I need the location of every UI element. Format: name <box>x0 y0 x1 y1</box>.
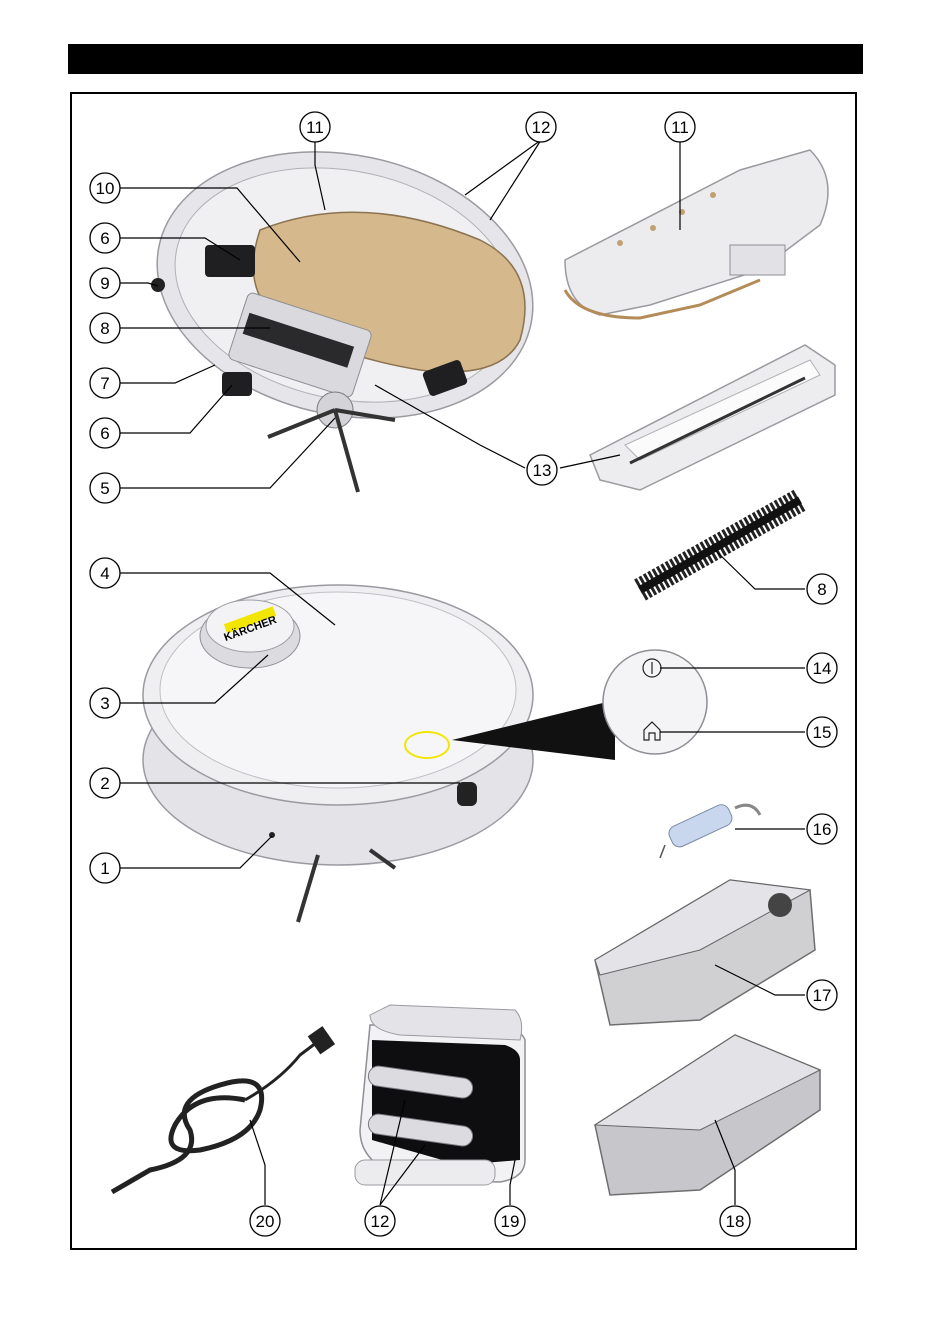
dust-bin <box>595 1035 820 1195</box>
water-tank <box>595 880 815 1025</box>
callout-18: 18 <box>720 1206 750 1236</box>
callout-14: 14 <box>807 653 837 683</box>
callout-11-top: 11 <box>300 112 330 142</box>
svg-text:12: 12 <box>371 1212 390 1231</box>
callout-5: 5 <box>90 473 120 503</box>
svg-text:10: 10 <box>96 179 115 198</box>
svg-text:19: 19 <box>501 1212 520 1231</box>
svg-text:3: 3 <box>100 694 109 713</box>
power-cable <box>112 1026 335 1192</box>
svg-text:14: 14 <box>813 659 832 678</box>
callout-16: 16 <box>807 814 837 844</box>
callout-8-underside: 8 <box>90 313 120 343</box>
svg-text:13: 13 <box>533 461 552 480</box>
svg-text:6: 6 <box>100 229 109 248</box>
svg-text:8: 8 <box>100 319 109 338</box>
main-brush <box>640 500 800 590</box>
svg-text:11: 11 <box>306 118 324 137</box>
svg-text:8: 8 <box>817 580 826 599</box>
svg-text:9: 9 <box>100 274 109 293</box>
svg-text:16: 16 <box>813 820 832 839</box>
wheel <box>205 245 255 277</box>
brush-cover <box>590 345 835 490</box>
callout-13: 13 <box>527 455 557 485</box>
svg-text:11: 11 <box>671 118 689 137</box>
callout-2: 2 <box>90 768 120 798</box>
callout-4: 4 <box>90 558 120 588</box>
callout-19: 19 <box>495 1206 525 1236</box>
mop-plate <box>565 150 828 318</box>
robot-top: KÄRCHER <box>143 585 615 922</box>
callout-8-brush: 8 <box>807 574 837 604</box>
svg-text:5: 5 <box>100 479 109 498</box>
callout-10: 10 <box>90 173 120 203</box>
svg-text:17: 17 <box>813 986 832 1005</box>
callout-17: 17 <box>807 980 837 1010</box>
svg-text:18: 18 <box>726 1212 745 1231</box>
callout-15: 15 <box>807 717 837 747</box>
charging-contact <box>457 782 477 806</box>
svg-text:2: 2 <box>100 774 109 793</box>
callout-12-dock: 12 <box>365 1206 395 1236</box>
callout-6-top: 6 <box>90 223 120 253</box>
docking-station <box>355 1005 525 1185</box>
svg-text:6: 6 <box>100 424 109 443</box>
cleaning-tool <box>660 802 760 858</box>
svg-text:15: 15 <box>813 723 832 742</box>
callout-9: 9 <box>90 268 120 298</box>
callout-3: 3 <box>90 688 120 718</box>
callout-6-bottom: 6 <box>90 418 120 448</box>
callout-1: 1 <box>90 853 120 883</box>
button-zoom <box>603 650 707 754</box>
svg-text:4: 4 <box>100 564 109 583</box>
callout-20: 20 <box>250 1206 280 1236</box>
callout-11-plate: 11 <box>665 112 695 142</box>
callout-12-top: 12 <box>526 112 556 142</box>
wheel <box>222 372 252 396</box>
svg-text:12: 12 <box>532 118 551 137</box>
sensor <box>269 832 275 838</box>
svg-text:1: 1 <box>100 859 109 878</box>
callout-7: 7 <box>90 368 120 398</box>
svg-text:20: 20 <box>256 1212 275 1231</box>
svg-text:7: 7 <box>100 374 109 393</box>
